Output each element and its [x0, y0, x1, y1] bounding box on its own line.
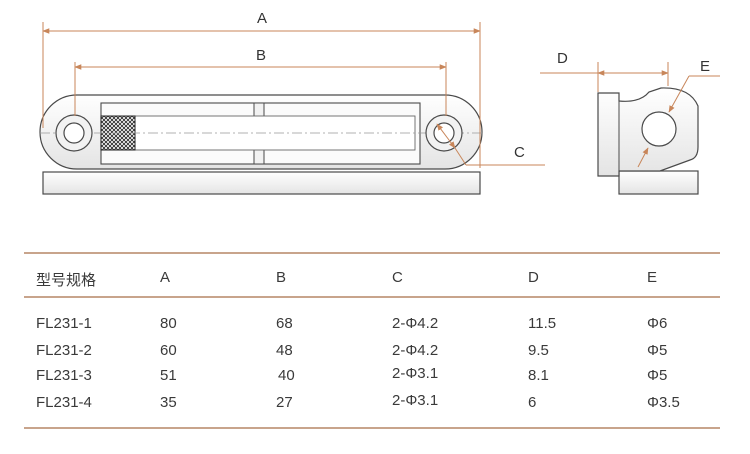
- table-header-rule: [24, 296, 720, 298]
- cell-e: Φ3.5: [647, 394, 680, 411]
- table-row: FL231-4 35 27 2-Φ3.1 6 Φ3.5: [24, 392, 720, 416]
- cell-b: 48: [276, 342, 293, 359]
- base-plate: [42, 171, 481, 195]
- cell-e: Φ5: [647, 367, 668, 384]
- dimension-b: [74, 62, 447, 116]
- header-model: 型号规格: [36, 272, 97, 289]
- header-c: C: [392, 269, 403, 286]
- cell-b: 27: [276, 394, 293, 411]
- dimension-a: [42, 22, 481, 168]
- cell-d: 9.5: [528, 342, 549, 359]
- cell-c: 2-Φ3.1: [392, 365, 439, 382]
- dimension-b-label: B: [256, 47, 266, 64]
- dimension-a-label: A: [257, 10, 267, 27]
- cell-a: 35: [160, 394, 177, 411]
- table-header-row: 型号规格 A B C D E: [24, 269, 720, 291]
- table-top-rule: [24, 252, 720, 254]
- table-row: FL231-3 51 40 2-Φ3.1 8.1 Φ5: [24, 365, 720, 389]
- dimension-c: [436, 123, 545, 166]
- cell-c: 2-Φ4.2: [392, 342, 439, 359]
- dimension-c-label: C: [514, 144, 525, 161]
- dimension-d-label: D: [557, 50, 568, 67]
- dimension-d: [540, 62, 669, 92]
- side-view: D E: [540, 50, 720, 195]
- cell-e: Φ6: [647, 315, 668, 332]
- cell-c: 2-Φ3.1: [392, 392, 439, 409]
- front-view: A B C: [39, 10, 545, 195]
- header-b: B: [276, 269, 287, 286]
- dimension-e: [637, 75, 720, 168]
- cell-c: 2-Φ4.2: [392, 315, 439, 332]
- cell-model: FL231-3: [36, 367, 92, 384]
- pivot-hole: [641, 111, 677, 147]
- cell-a: 51: [160, 367, 177, 384]
- cell-model: FL231-1: [36, 315, 92, 332]
- mounting-hole-left: [55, 114, 93, 152]
- cell-b: 68: [276, 315, 293, 332]
- cell-e: Φ5: [647, 342, 668, 359]
- hinge-drawing: A B C D: [39, 10, 720, 195]
- header-d: D: [528, 269, 539, 286]
- side-base: [618, 170, 699, 195]
- cell-model: FL231-2: [36, 342, 92, 359]
- cell-d: 6: [528, 394, 537, 411]
- cell-a: 80: [160, 315, 177, 332]
- table-bottom-rule: [24, 427, 720, 429]
- cell-a: 60: [160, 342, 177, 359]
- header-e: E: [647, 269, 658, 286]
- header-a: A: [160, 269, 171, 286]
- table-row: FL231-1 80 68 2-Φ4.2 11.5 Φ6: [24, 315, 720, 337]
- dimension-e-label: E: [700, 58, 710, 75]
- cell-b: 40: [278, 367, 295, 384]
- cell-d: 11.5: [528, 315, 557, 332]
- table-row: FL231-2 60 48 2-Φ4.2 9.5 Φ5: [24, 342, 720, 364]
- cell-d: 8.1: [528, 367, 549, 384]
- cell-model: FL231-4: [36, 394, 92, 411]
